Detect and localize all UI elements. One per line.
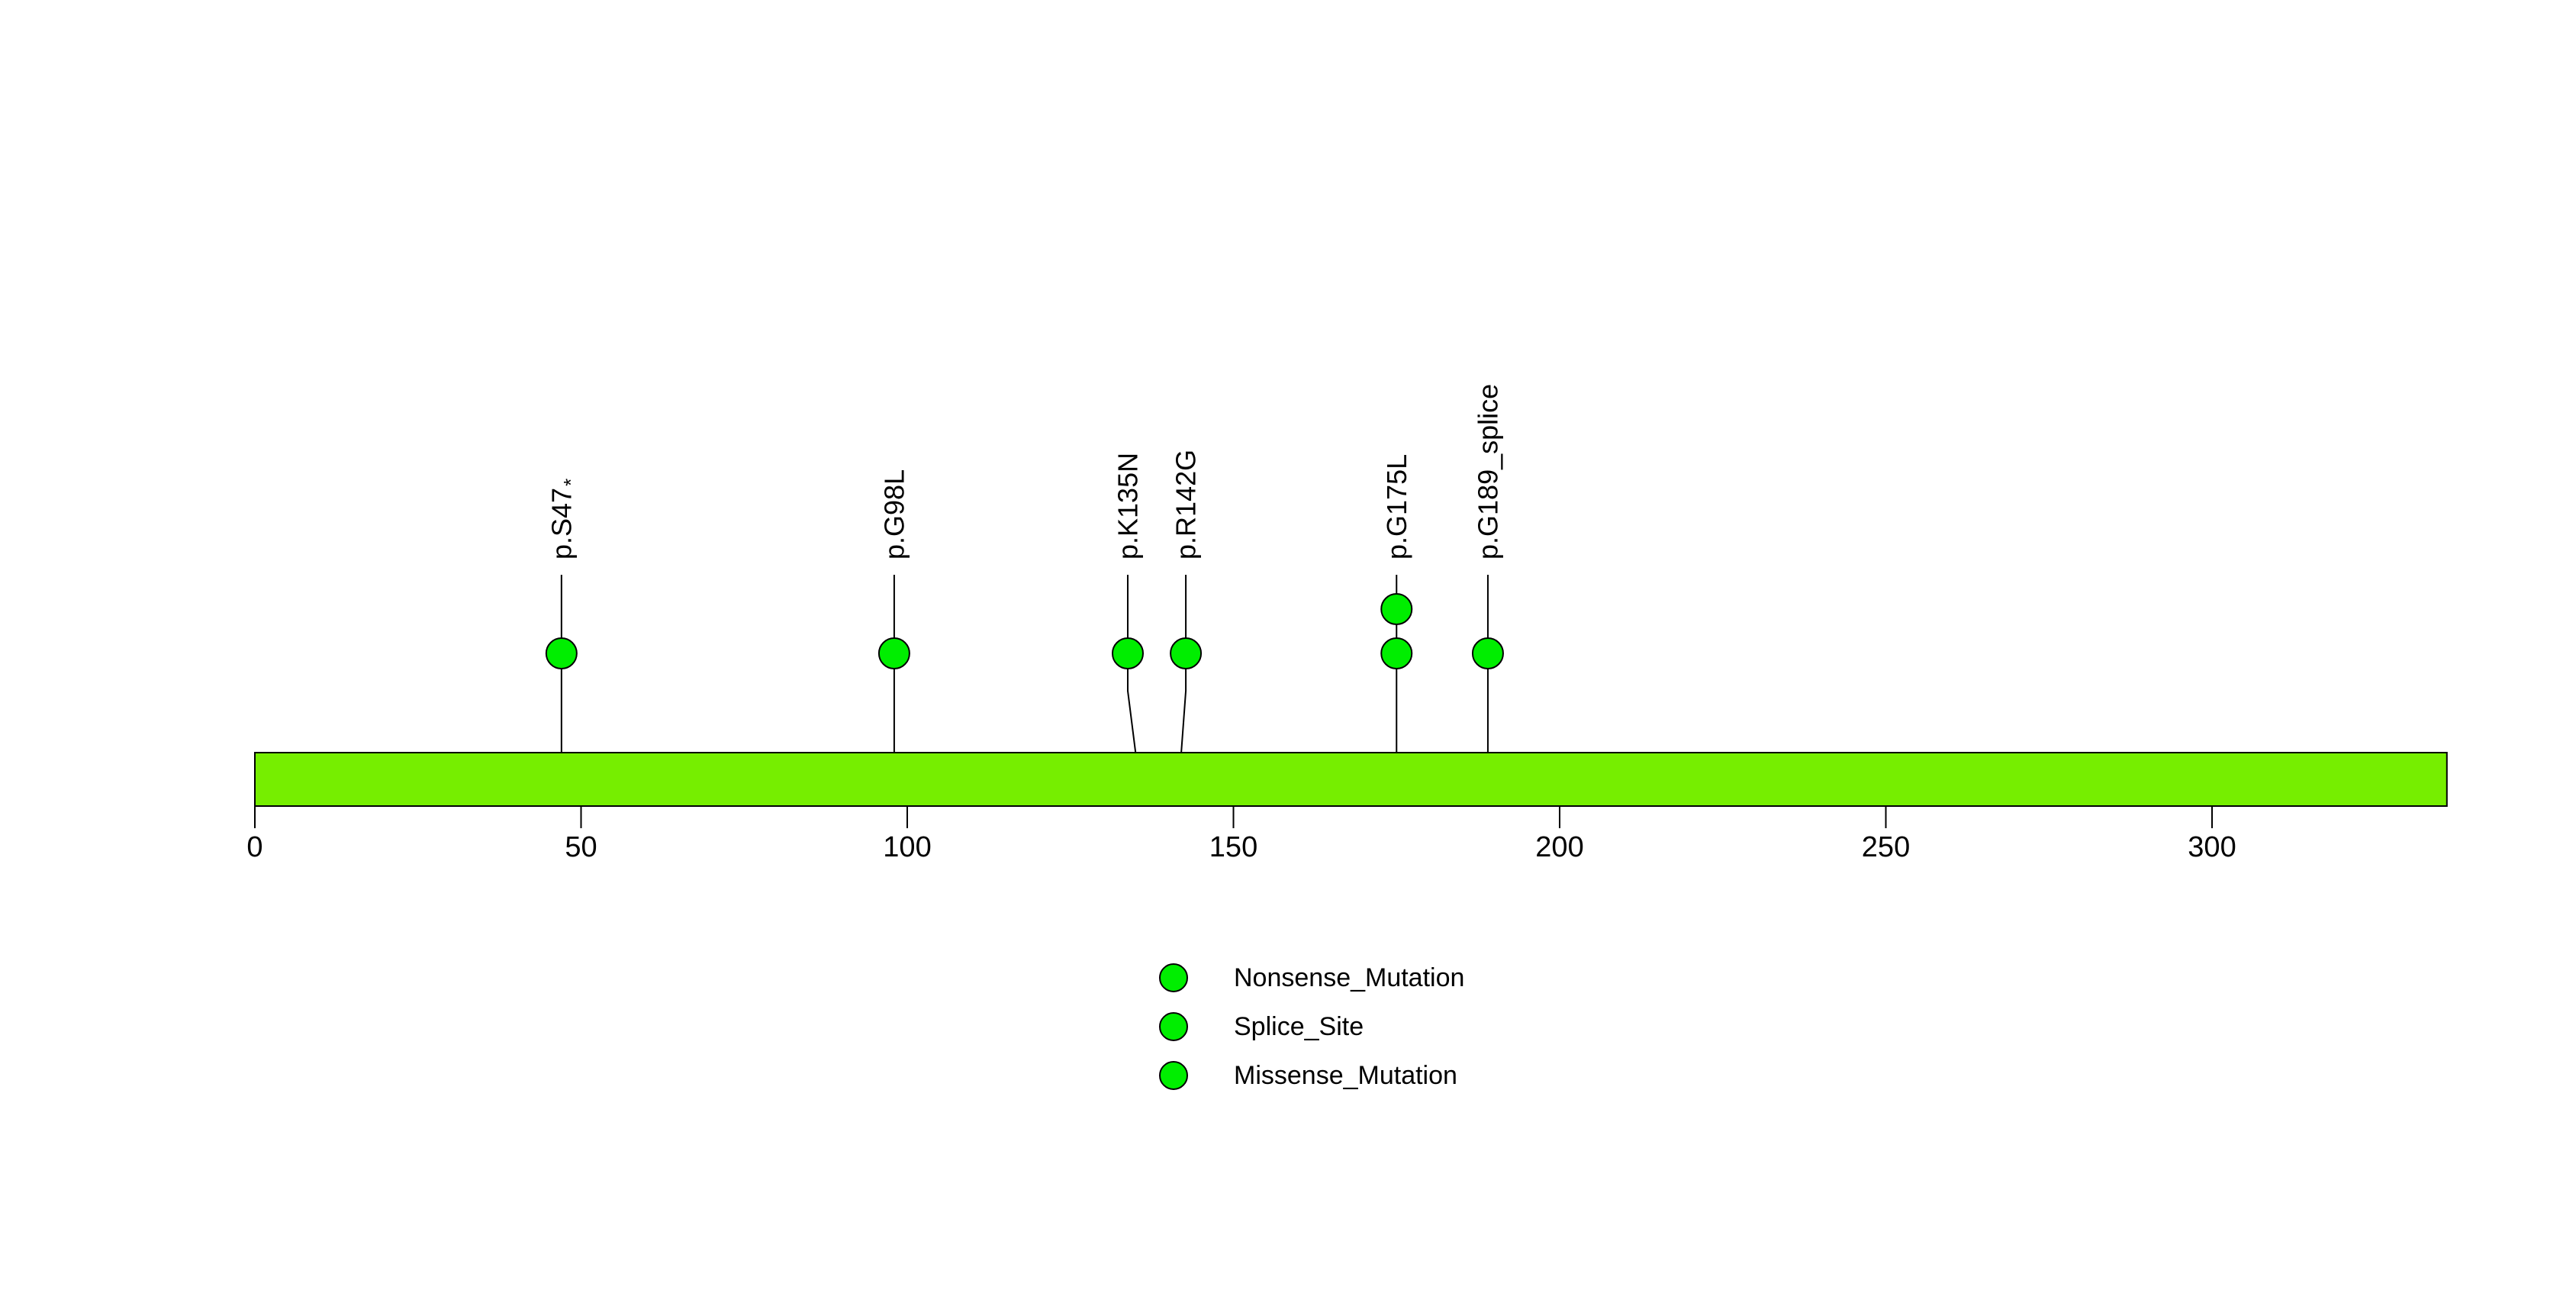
mutation-marker [1170,637,1203,669]
axis-tick-label: 100 [883,831,931,863]
axis-tick-label: 300 [2188,831,2236,863]
axis-tick-label: 0 [246,831,262,863]
legend-label: Nonsense_Mutation [1234,963,1464,992]
mutation-label-superscript: * [559,479,582,486]
mutation-label: p.G98L [878,469,910,560]
axis-tick-label: 150 [1209,831,1257,863]
mutation-marker [1380,637,1413,669]
legend-swatch [1159,1061,1188,1090]
mutation-marker [545,637,578,669]
mutation-label: p.R142G [1170,450,1202,560]
legend-label: Missense_Mutation [1234,1061,1457,1090]
axis-tick-label: 250 [1862,831,1910,863]
axis-tick-label: 50 [565,831,597,863]
legend-swatch [1159,1012,1188,1041]
mutation-marker [1111,637,1144,669]
mutation-label: p.G175L [1381,454,1412,560]
mutation-marker [1471,637,1504,669]
legend-group: Nonsense_MutationSplice_SiteMissense_Mut… [1159,963,1464,1090]
mutation-marker [1380,593,1413,625]
mutation-labels-group: p.S47* p.G98L p.K135N p.R142G p.G175L p.G189_… [546,384,1503,560]
mutation-label: p.G189_splice [1472,384,1503,560]
mutation-label: p.K135N [1112,453,1143,560]
mutation-label: p.S47* [546,479,582,560]
mutation-marker [877,637,910,669]
protein-bar-group [254,752,2448,807]
protein-bar [254,752,2448,807]
legend-label: Splice_Site [1234,1012,1364,1041]
axis-tick-label: 200 [1535,831,1583,863]
axis-group: 0 50 100 150 200 250 300 [246,806,2236,863]
legend-swatch [1159,963,1188,992]
mutation-markers-group [545,593,1504,669]
